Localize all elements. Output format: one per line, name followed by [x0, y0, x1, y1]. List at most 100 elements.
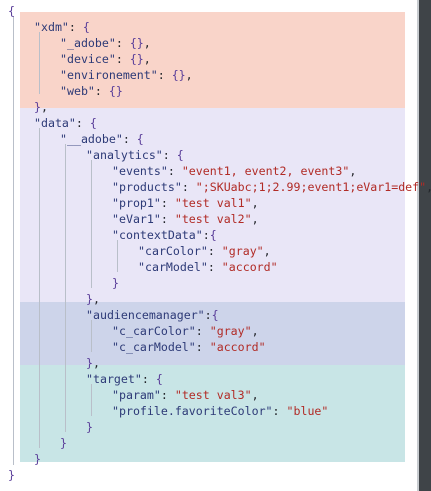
json-punct: , [143, 52, 151, 66]
json-key: "carModel" [138, 260, 208, 274]
json-bracket: { [211, 308, 219, 322]
indent-guide [39, 32, 40, 94]
code-line: } [60, 435, 67, 451]
code-line: "products": ";SKUabc;1;2.99;event1;eVar1… [112, 179, 431, 195]
indent-guide [117, 240, 118, 272]
code-line: "environement": {}, [60, 67, 193, 83]
json-bracket: { [209, 228, 217, 242]
json-punct: , [251, 212, 259, 226]
code-line: "events": "event1, event2, event3", [112, 163, 356, 179]
json-punct: : [115, 52, 130, 66]
json-key: "__adobe" [60, 132, 123, 146]
json-bracket: } [86, 356, 93, 370]
indent-guide [65, 144, 66, 432]
code-line: } [8, 467, 15, 483]
json-key: "contextData" [112, 228, 203, 242]
json-string: "event1, event2, event3" [181, 164, 350, 178]
code-line: "c_carColor": "gray", [112, 323, 259, 339]
indent-guide [91, 384, 92, 416]
json-bracket: {} [171, 68, 186, 82]
json-key: "target" [86, 372, 142, 386]
json-key: "prop1" [112, 196, 161, 210]
code-line: "audiencemanager":{ [86, 307, 219, 323]
json-punct: , [251, 324, 259, 338]
code-line: }, [86, 291, 100, 307]
json-key: "_adobe" [60, 36, 116, 50]
json-string: "accord" [221, 260, 278, 274]
json-punct: : [160, 196, 175, 210]
json-punct: : [160, 212, 175, 226]
json-punct: : [162, 148, 177, 162]
json-key: "products" [112, 180, 182, 194]
code-line: "data": { [34, 115, 97, 131]
json-bracket: { [176, 148, 184, 162]
json-punct: , [251, 196, 259, 210]
json-punct: , [263, 244, 271, 258]
json-string: "accord" [209, 340, 266, 354]
code-line: "__adobe": { [60, 131, 144, 147]
json-punct: : [272, 404, 287, 418]
json-string: "test val2" [174, 212, 252, 226]
code-line: } [34, 451, 41, 467]
json-bracket: } [86, 292, 93, 306]
code-line: "analytics": { [86, 147, 184, 163]
code-line: } [112, 275, 119, 291]
json-punct: : [207, 260, 222, 274]
json-bracket: { [89, 116, 97, 130]
code-line: "xdm": { [34, 19, 90, 35]
json-punct: , [426, 180, 431, 194]
code-line: "contextData":{ [112, 227, 217, 243]
json-punct: : [141, 372, 156, 386]
code-line: }, [86, 355, 100, 371]
json-punct: , [92, 356, 100, 370]
json-bracket: } [8, 468, 15, 482]
json-bracket: } [34, 452, 41, 466]
code-line: "carModel": "accord" [138, 259, 278, 275]
json-punct: : [68, 20, 83, 34]
json-key: "param" [112, 388, 161, 402]
json-string: "test val3" [174, 388, 252, 402]
json-bracket: {} [129, 36, 144, 50]
json-string: "gray" [221, 244, 264, 258]
json-key: "environement" [60, 68, 158, 82]
json-punct: : [181, 180, 196, 194]
json-bracket: } [86, 420, 93, 434]
code-line: "c_carModel": "accord" [112, 339, 266, 355]
json-punct: : [202, 228, 210, 242]
json-string: "test val1" [174, 196, 252, 210]
json-bracket: } [112, 276, 119, 290]
json-key: "profile.favoriteColor" [112, 404, 273, 418]
json-punct: : [167, 164, 182, 178]
code-line: "web": {} [60, 83, 123, 99]
json-punct: : [195, 324, 210, 338]
json-punct: : [157, 68, 172, 82]
json-punct: , [251, 388, 259, 402]
json-bracket: {} [108, 84, 123, 98]
code-line: "carColor": "gray", [138, 243, 271, 259]
json-bracket: { [155, 372, 163, 386]
code-line: "prop1": "test val1", [112, 195, 259, 211]
json-bracket: {} [129, 52, 144, 66]
data-analytics-highlight [20, 108, 405, 302]
json-punct: , [349, 164, 357, 178]
code-line: "_adobe": {}, [60, 35, 151, 51]
json-key: "analytics" [86, 148, 163, 162]
indent-guide [91, 320, 92, 352]
json-bracket: { [136, 132, 144, 146]
json-punct: , [40, 100, 48, 114]
json-bracket: } [60, 436, 67, 450]
json-punct: , [143, 36, 151, 50]
json-punct: : [160, 388, 175, 402]
json-key: "eVar1" [112, 212, 161, 226]
json-key: "audiencemanager" [86, 308, 205, 322]
json-punct: : [204, 308, 212, 322]
json-punct: , [92, 292, 100, 306]
json-punct: : [207, 244, 222, 258]
json-bracket: { [82, 20, 90, 34]
indent-guide [39, 128, 40, 448]
json-string: ";SKUabc;1;2.99;event1;eVar1=def" [195, 180, 427, 194]
json-punct: , [185, 68, 193, 82]
audiencemanager-highlight [20, 302, 405, 365]
code-line: "profile.favoriteColor": "blue" [112, 403, 328, 419]
